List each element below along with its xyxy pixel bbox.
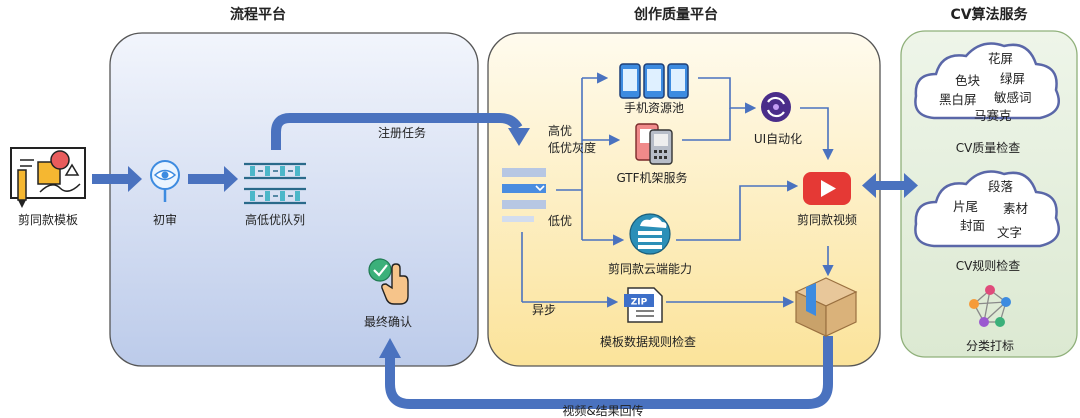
template-icon xyxy=(10,147,86,208)
cv-word-wenzi: 文字 xyxy=(997,225,1022,240)
cv-word-duanluo: 段落 xyxy=(988,179,1014,194)
cloud-label: 剪同款云端能力 xyxy=(608,261,692,276)
phone-pool-label: 手机资源池 xyxy=(624,101,684,115)
flow-platform-title: 流程平台 xyxy=(230,6,286,23)
register-arrow xyxy=(271,113,523,150)
cv-word-fengmian: 封面 xyxy=(960,218,985,233)
cv-quality-label: CV质量检查 xyxy=(956,140,1021,155)
check-click-icon xyxy=(368,258,409,305)
zip-icon-text: ZIP xyxy=(631,298,648,308)
play-video-icon xyxy=(803,172,851,205)
network-classify-icon xyxy=(969,285,1011,327)
cv-quality-cloud xyxy=(914,42,1060,120)
final-confirm-label: 最终确认 xyxy=(364,314,412,329)
phone-pool-icon xyxy=(619,63,689,99)
first-review-label: 初审 xyxy=(153,212,177,227)
register-arrow-head xyxy=(508,128,530,146)
return-arrow xyxy=(385,336,833,409)
quality-platform-title: 创作质量平台 xyxy=(633,6,718,23)
package-box-icon xyxy=(794,277,858,337)
ui-auto-label: UI自动化 xyxy=(754,132,802,146)
flow-arrows xyxy=(92,166,238,192)
video-label: 剪同款视频 xyxy=(797,212,857,227)
cv-word-sucai: 素材 xyxy=(1003,201,1028,216)
classify-label: 分类打标 xyxy=(966,339,1014,353)
return-arrow-head xyxy=(379,338,401,358)
zip-file-icon: ZIP xyxy=(624,287,663,323)
gtf-rack-label: GTF机架服务 xyxy=(616,170,687,185)
return-label: 视频&结果回传 xyxy=(562,403,643,418)
cloud-server-icon xyxy=(629,213,671,255)
cv-word-sekuai: 色块 xyxy=(955,73,981,88)
double-arrow xyxy=(862,173,918,198)
ui-automation-icon xyxy=(761,92,791,122)
template-label: 剪同款模板 xyxy=(18,212,78,227)
cv-word-heibaiping: 黑白屏 xyxy=(939,92,977,107)
register-label: 注册任务 xyxy=(378,125,426,140)
high-prio-label: 高优 xyxy=(548,123,572,138)
cv-word-minganci: 敏感词 xyxy=(994,90,1032,105)
queue-icon xyxy=(244,162,306,205)
async-label: 异步 xyxy=(532,303,556,317)
task-list-icon xyxy=(502,168,546,222)
cv-word-lvping: 绿屏 xyxy=(1000,71,1025,86)
thin-arrows xyxy=(521,72,834,308)
cv-service-title: CV算法服务 xyxy=(950,6,1028,23)
cv-rule-cloud xyxy=(914,170,1060,248)
cv-word-pianwei: 片尾 xyxy=(953,199,978,214)
low-prio-label: 低优 xyxy=(548,214,572,228)
low-prio-gray-label: 低优灰度 xyxy=(548,140,596,155)
zip-check-label: 模板数据规则检查 xyxy=(600,334,696,349)
cv-word-masaike: 马赛克 xyxy=(974,108,1012,123)
cv-word-huaping: 花屏 xyxy=(988,51,1013,66)
queue-label: 高低优队列 xyxy=(245,212,305,227)
eye-icon xyxy=(150,160,180,202)
phone-rack-icon xyxy=(635,123,673,165)
cv-rule-label: CV规则检查 xyxy=(956,258,1021,273)
